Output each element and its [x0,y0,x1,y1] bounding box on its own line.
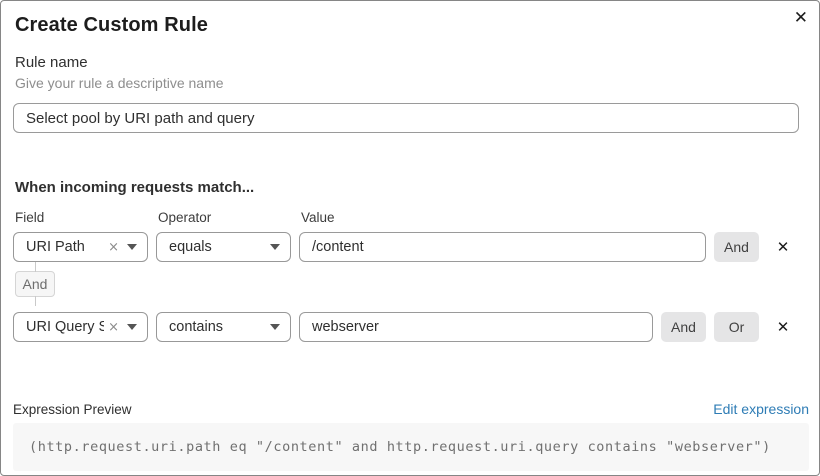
add-and-condition-button[interactable]: And [714,232,759,262]
and-joiner-chip: And [15,262,55,306]
chevron-down-icon [127,324,137,330]
field-select-value: URI Query St... [26,319,104,335]
match-section: When incoming requests match... Field Op… [13,179,807,342]
dialog-title: Create Custom Rule [15,14,208,36]
condition-row: URI Query St... × contains And Or ✕ [13,312,793,342]
clear-selection-icon[interactable]: × [108,319,119,335]
rule-name-helper-text: Give your rule a descriptive name [15,75,224,91]
rule-name-input[interactable] [13,103,799,133]
field-select[interactable]: URI Path × [13,232,148,262]
field-select[interactable]: URI Query St... × [13,312,148,342]
close-icon[interactable]: ✕ [793,8,808,28]
chevron-down-icon [127,244,137,250]
operator-select[interactable]: contains [156,312,291,342]
add-or-condition-button[interactable]: Or [714,312,759,342]
chevron-down-icon [270,324,280,330]
builder-column-labels: Field Operator Value [13,210,793,226]
delete-row-icon[interactable]: ✕ [773,236,793,258]
delete-row-icon[interactable]: ✕ [773,316,793,338]
value-input[interactable] [299,312,653,342]
match-section-heading: When incoming requests match... [15,179,255,196]
operator-column-label: Operator [158,210,212,225]
operator-select-value: contains [169,319,224,335]
chevron-down-icon [270,244,280,250]
edit-expression-link[interactable]: Edit expression [713,401,809,417]
expression-preview-label: Expression Preview [13,402,132,417]
operator-select[interactable]: equals [156,232,291,262]
add-and-condition-button[interactable]: And [661,312,706,342]
field-select-value: URI Path [26,239,85,255]
operator-select-value: equals [169,239,212,255]
value-column-label: Value [301,210,335,225]
condition-joiner: And [13,262,807,306]
expression-preview-section: Expression Preview Edit expression (http… [13,401,809,471]
clear-selection-icon[interactable]: × [108,239,119,255]
rule-name-section: Rule name Give your rule a descriptive n… [13,54,807,133]
expression-code-block: (http.request.uri.path eq "/content" and… [13,423,809,471]
rule-name-label: Rule name [15,54,88,71]
value-input[interactable] [299,232,706,262]
field-column-label: Field [15,210,45,225]
condition-row: URI Path × equals And ✕ [13,232,793,262]
